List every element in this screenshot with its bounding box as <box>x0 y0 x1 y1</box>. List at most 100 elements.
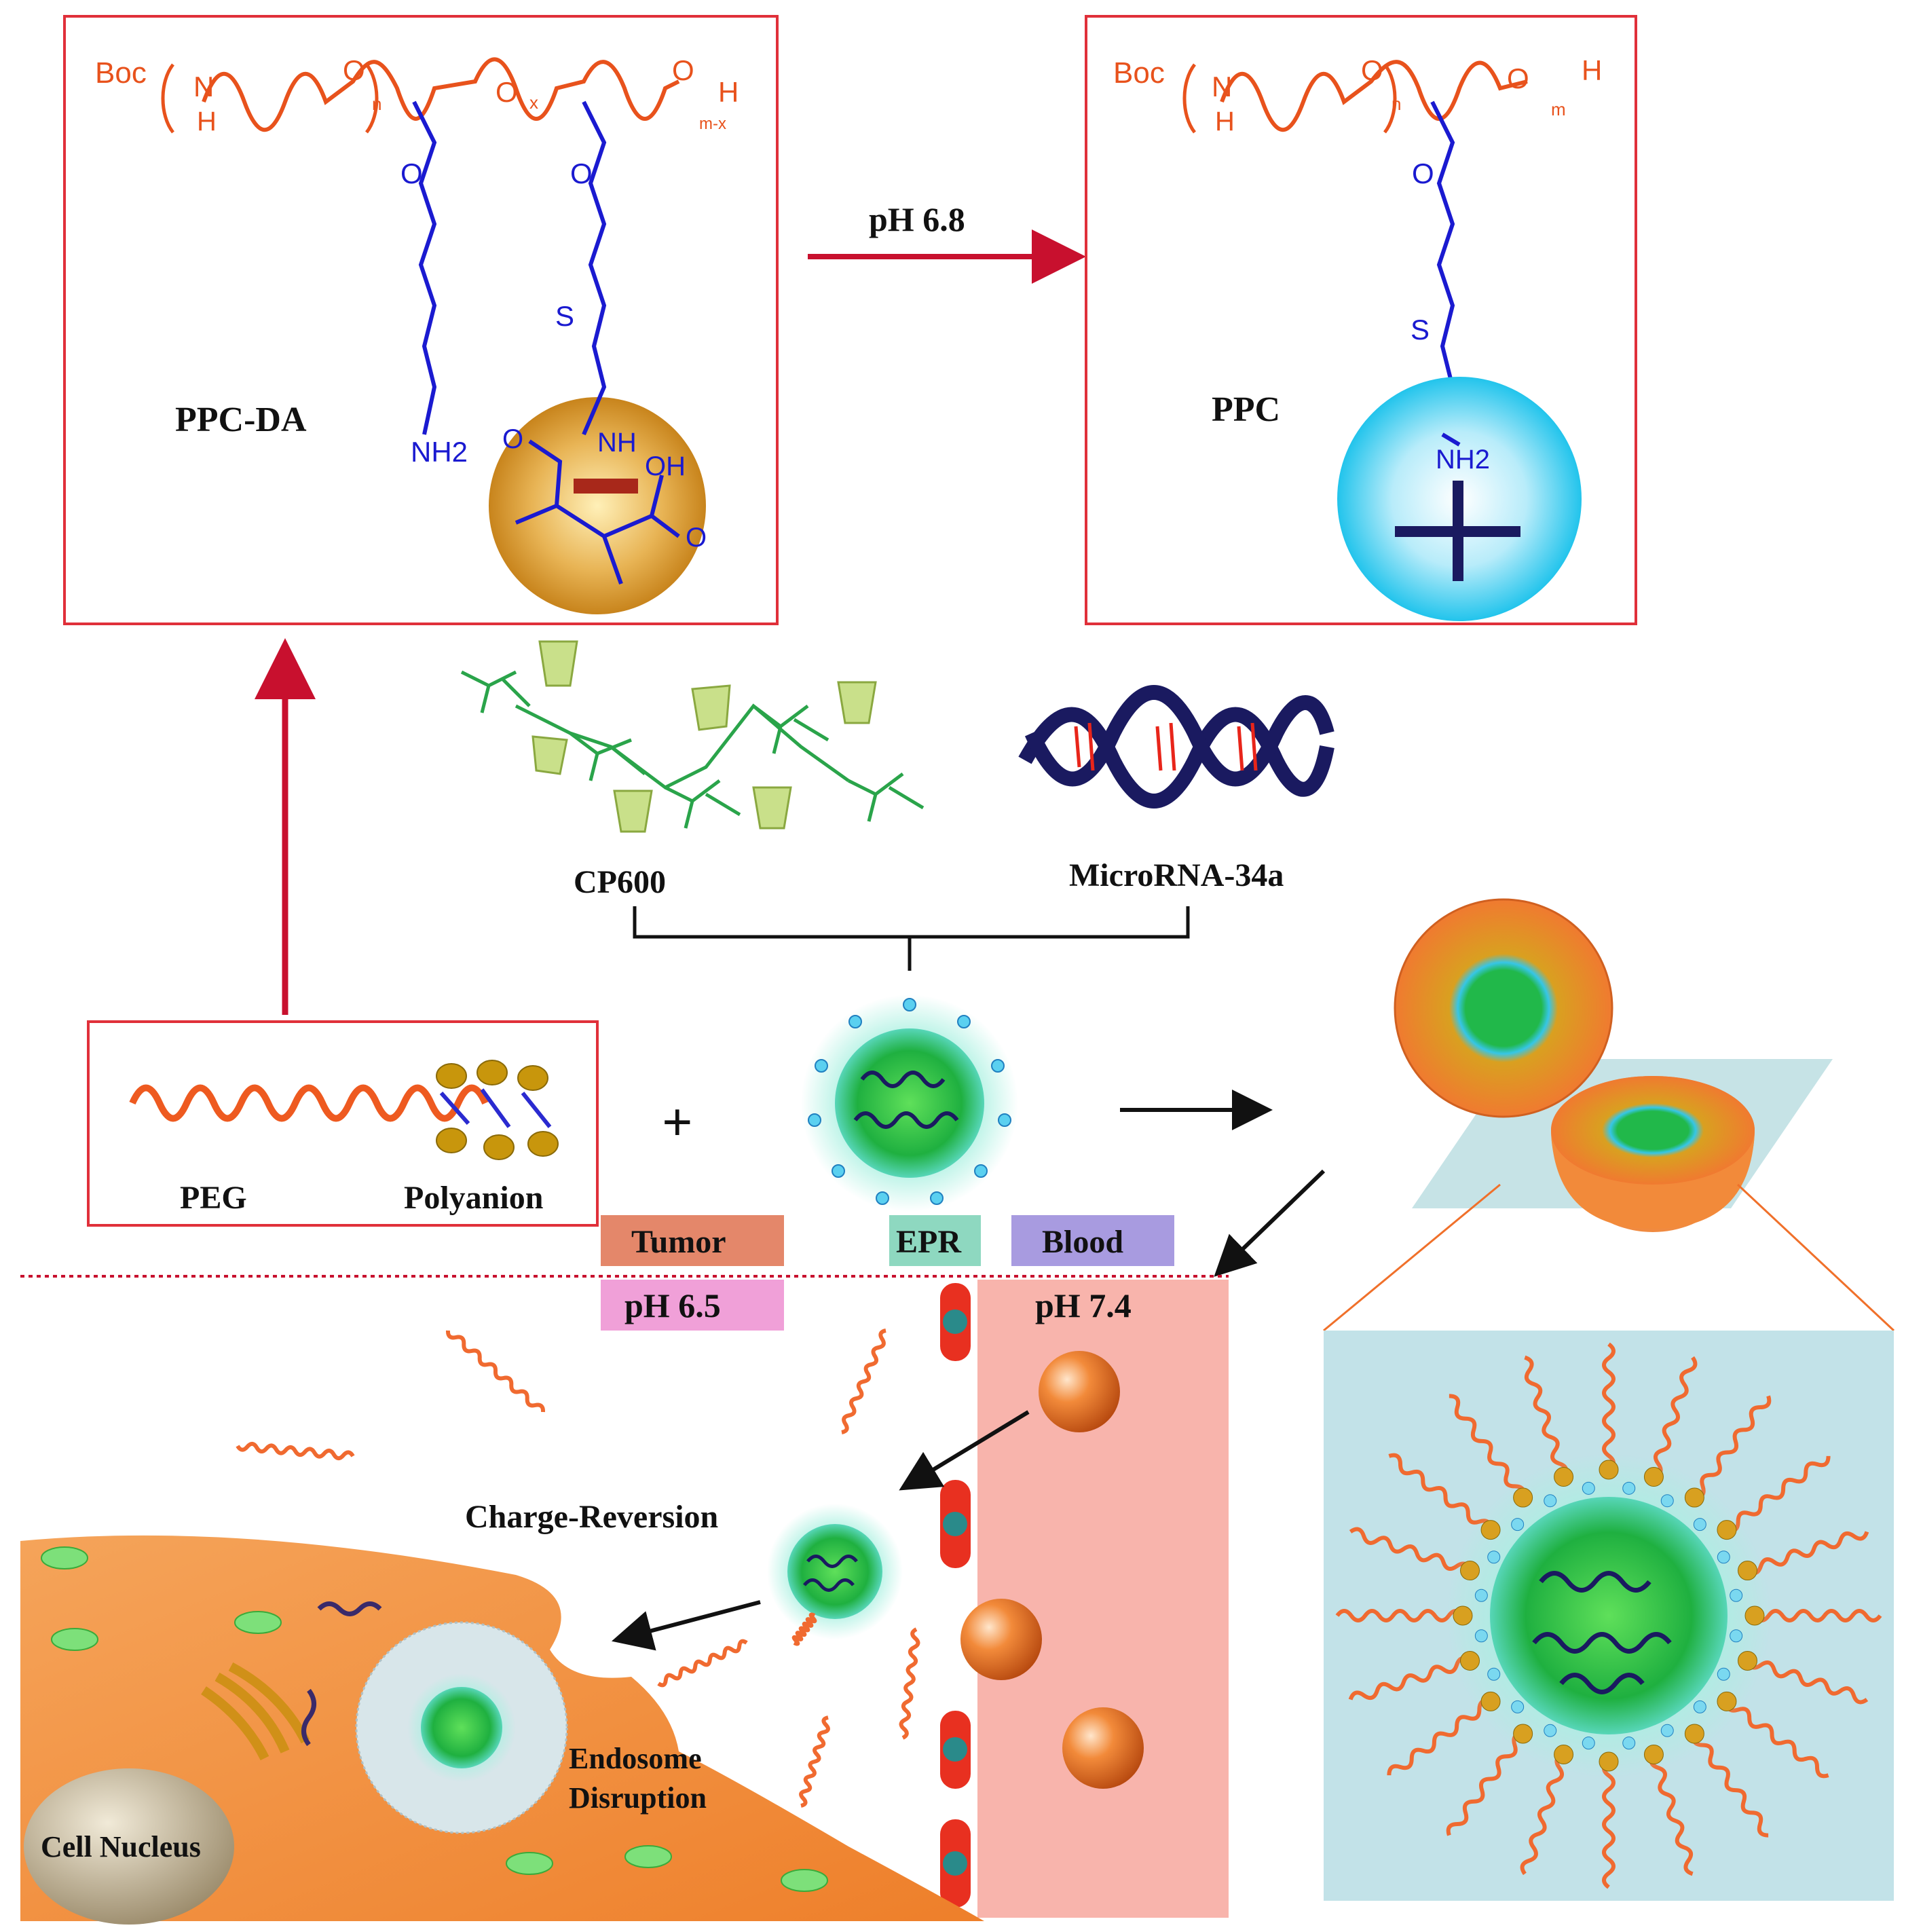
peg-strand <box>1520 1752 1565 1876</box>
ppc-da-backbone <box>202 57 680 132</box>
ppc-da-sub-n: n <box>372 94 381 114</box>
ppc-n: N <box>1212 71 1232 103</box>
cp600-cyclodextrins <box>531 640 877 833</box>
peg-strand <box>1694 1395 1772 1500</box>
polyanion-bead <box>1453 1605 1473 1626</box>
ppc-da-bracket-right <box>365 63 379 134</box>
cationic-bead <box>1511 1700 1525 1713</box>
free-rna-1 <box>317 1601 382 1616</box>
shed-peg-strand <box>841 1329 886 1434</box>
cross-section-illustration <box>1394 898 1833 1232</box>
cationic-bead <box>1474 1629 1488 1643</box>
cationic-bead <box>1730 1629 1743 1643</box>
polyanion-bead <box>1554 1744 1574 1764</box>
microrna-helix-2 <box>1024 685 1334 787</box>
zoom-line-right <box>1736 1183 1895 1332</box>
ppc-sidechain-tail <box>1441 432 1461 447</box>
cationic-bead <box>1660 1494 1674 1508</box>
ppc-da-box <box>63 15 779 625</box>
minus-sign-icon <box>574 479 638 494</box>
tumor-ph-label: pH 6.5 <box>624 1286 721 1324</box>
polyanion-bead <box>1684 1487 1704 1508</box>
shed-peg-strand <box>791 1612 817 1646</box>
polyanion-bead <box>1460 1561 1480 1581</box>
ppc-backbone <box>1220 60 1528 132</box>
zone-tags: Tumor EPR Blood <box>601 1215 1174 1266</box>
ppc-da-title: PPC-DA <box>175 401 307 439</box>
ppc-da-o-chain1: O <box>400 157 423 189</box>
ppc-da-o3: O <box>672 54 694 86</box>
tumor-tag <box>601 1215 784 1266</box>
ppc-da-sidechain-1 <box>412 100 437 435</box>
cationic-bead <box>1717 1550 1730 1564</box>
ppc-da-maleic-frame <box>515 439 680 585</box>
cationic-bead <box>1582 1736 1595 1750</box>
combine-bracket <box>633 906 1190 971</box>
cationic-bead <box>1487 1550 1501 1564</box>
ppc-sub-n: n <box>1392 94 1401 114</box>
tumor-cell: Cell Nucleus Endosome Disruption <box>20 1535 984 1925</box>
plus-sign-v <box>1453 481 1463 581</box>
cationic-bead <box>1693 1700 1706 1713</box>
ppc-o1: O <box>1361 54 1383 86</box>
peg-strand <box>1726 1455 1831 1533</box>
zoom-line-left <box>1323 1183 1501 1332</box>
ppc-da-o1: O <box>343 54 365 86</box>
ppc-title: PPC <box>1212 390 1280 429</box>
microrna-base-pairs <box>1074 722 1258 771</box>
cationic-bead <box>1582 1481 1595 1495</box>
ppc-da-nh2: NH2 <box>411 436 468 468</box>
peg-strand <box>1387 1698 1491 1776</box>
cp600-label: CP600 <box>574 864 666 900</box>
ppc-h: H <box>1215 107 1235 136</box>
circulating-particles <box>960 1351 1144 1789</box>
peg-strand <box>1602 1760 1616 1889</box>
cationic-bead <box>1730 1589 1743 1602</box>
ph68-arrow-group: pH 6.8 <box>808 200 1086 284</box>
endosome-label-2: Disruption <box>569 1781 707 1815</box>
polyanion-bead <box>1513 1724 1533 1744</box>
ppc-bracket-left <box>1182 63 1197 134</box>
ppc-h-end: H <box>1582 54 1602 86</box>
ppc-sidechain <box>1430 100 1455 435</box>
shed-peg-strand <box>236 1441 355 1461</box>
zoom-rna-strands <box>1532 1571 1672 1694</box>
ppc-box <box>1085 15 1637 625</box>
microrna-label: MicroRNA-34a <box>1069 857 1284 893</box>
polyanion-bead <box>1717 1520 1737 1540</box>
cationic-bead <box>1717 1667 1730 1681</box>
endosome-label-1: Endosome <box>569 1742 702 1775</box>
upper-hemisphere <box>1395 899 1612 1117</box>
cell-nucleus <box>24 1768 234 1925</box>
blood-label: Blood <box>1042 1224 1123 1260</box>
polyanion-links <box>439 1088 552 1128</box>
charge-reversion-label: Charge-Reversion <box>465 1499 718 1535</box>
cationic-bead <box>1622 1736 1636 1750</box>
epr-label: EPR <box>896 1224 962 1260</box>
microrna-helix-1 <box>1018 707 1334 809</box>
epr-tag <box>889 1215 981 1266</box>
ppc-o-chain: O <box>1412 157 1434 189</box>
ppc-da-s-chain2: S <box>555 300 574 332</box>
peg-polyanion-panel: PEG Polyanion <box>87 1020 599 1227</box>
plus-symbol: + <box>662 1093 693 1153</box>
cationic-bead <box>1544 1724 1557 1737</box>
ppc-da-sub-x: x <box>529 92 538 113</box>
ppc-da-h: H <box>197 107 217 136</box>
shed-peg-chains <box>236 1329 920 1808</box>
shed-peg-strand <box>799 1715 830 1808</box>
peg-polyanion-box <box>87 1020 599 1227</box>
endothelial-cells <box>940 1283 971 1908</box>
polyanion-bead <box>1599 1460 1619 1480</box>
cytoplasm-vesicles <box>41 1546 828 1892</box>
cationic-bead <box>1622 1481 1636 1495</box>
ppc-da-h-end: H <box>718 76 739 108</box>
cp600-structure: CP600 <box>460 640 925 900</box>
ppc-da-o-ring: O <box>502 424 523 454</box>
polyanion-bead <box>1480 1691 1501 1711</box>
polyanion-bead <box>1460 1650 1480 1671</box>
peg-strand <box>1446 1731 1523 1836</box>
peg-strand <box>1649 1753 1694 1876</box>
polyanion-bead <box>1480 1520 1501 1540</box>
